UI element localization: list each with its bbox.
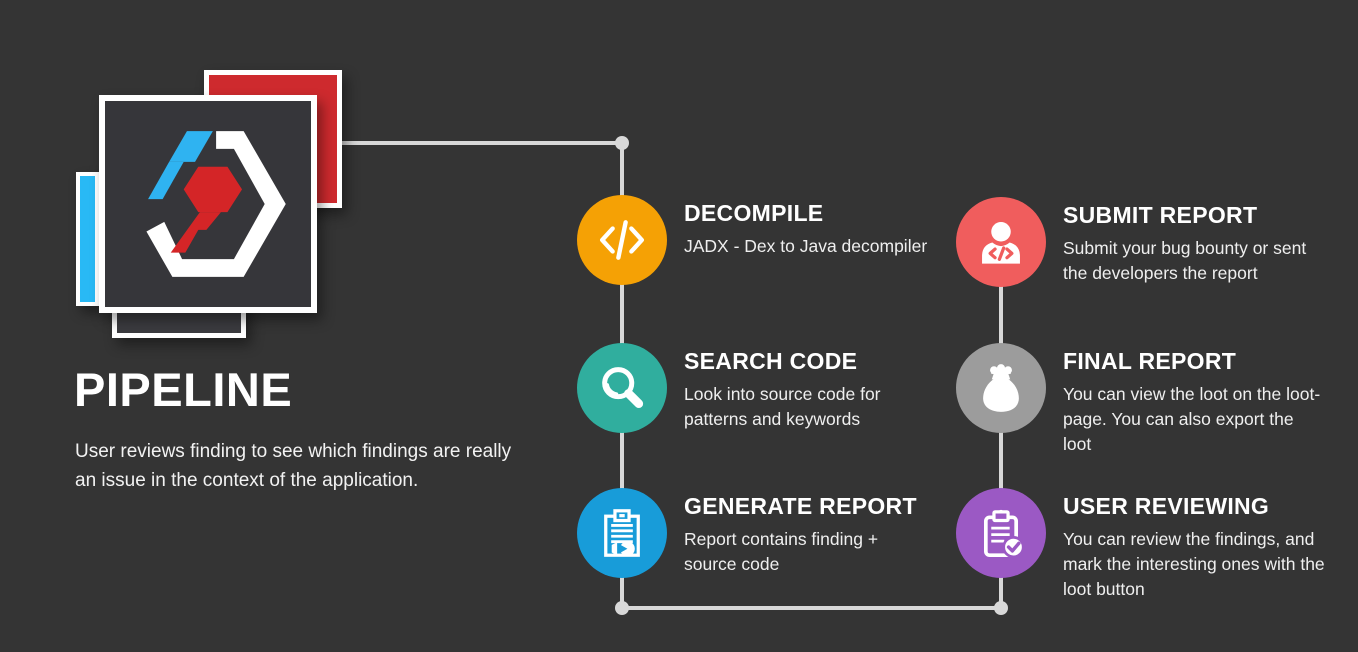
step-icon-circle — [577, 195, 667, 285]
step-icon-circle — [577, 488, 667, 578]
step-description: Look into source code for patterns and k… — [684, 384, 881, 429]
logo-card-cyan — [76, 172, 99, 306]
step-title: SUBMIT REPORT — [1063, 202, 1258, 228]
clipboard-check-icon — [983, 509, 1025, 559]
logo-card-main — [99, 95, 317, 313]
step-icon-circle — [956, 197, 1046, 287]
code-icon — [600, 220, 644, 260]
step-description: You can review the findings, and mark th… — [1063, 529, 1325, 599]
app-logo — [70, 60, 360, 350]
step-title: SEARCH CODE — [684, 348, 858, 374]
hexagon-code-logo — [146, 131, 286, 277]
step-user-reviewing: USER REVIEWING You can review the findin… — [956, 488, 1325, 602]
page-subtitle: User reviews finding to see which findin… — [75, 441, 512, 491]
step-description: JADX - Dex to Java decompiler — [684, 236, 928, 256]
step-description: Submit your bug bounty or sent the devel… — [1063, 238, 1307, 283]
step-icon-circle — [956, 343, 1046, 433]
step-title: USER REVIEWING — [1063, 493, 1270, 519]
person-code-icon — [982, 221, 1020, 264]
step-title: GENERATE REPORT — [684, 493, 917, 519]
step-submit-report: SUBMIT REPORT Submit your bug bounty or … — [956, 197, 1325, 287]
connector-top-horizontal — [334, 141, 624, 145]
step-title: FINAL REPORT — [1063, 348, 1237, 374]
step-description: You can view the loot on the loot-page. … — [1063, 384, 1321, 454]
step-icon-circle — [577, 343, 667, 433]
connector-dot — [615, 601, 629, 615]
step-generate-report: GENERATE REPORT Report contains finding … — [577, 488, 929, 578]
step-description: Report contains finding + source code — [684, 529, 879, 574]
step-search-code: SEARCH CODE Look into source code for pa… — [577, 343, 929, 433]
step-decompile: DECOMPILE JADX - Dex to Java decompiler — [577, 195, 929, 285]
connector-dot — [994, 601, 1008, 615]
step-final-report: FINAL REPORT You can view the loot on th… — [956, 343, 1325, 457]
page-title: PIPELINE — [74, 363, 293, 416]
money-bag-icon — [983, 364, 1019, 412]
search-icon — [602, 367, 644, 409]
connector-bottom-horizontal — [620, 606, 1006, 610]
step-icon-circle — [956, 488, 1046, 578]
connector-dot — [615, 136, 629, 150]
step-title: DECOMPILE — [684, 200, 824, 226]
report-icon — [604, 509, 640, 557]
